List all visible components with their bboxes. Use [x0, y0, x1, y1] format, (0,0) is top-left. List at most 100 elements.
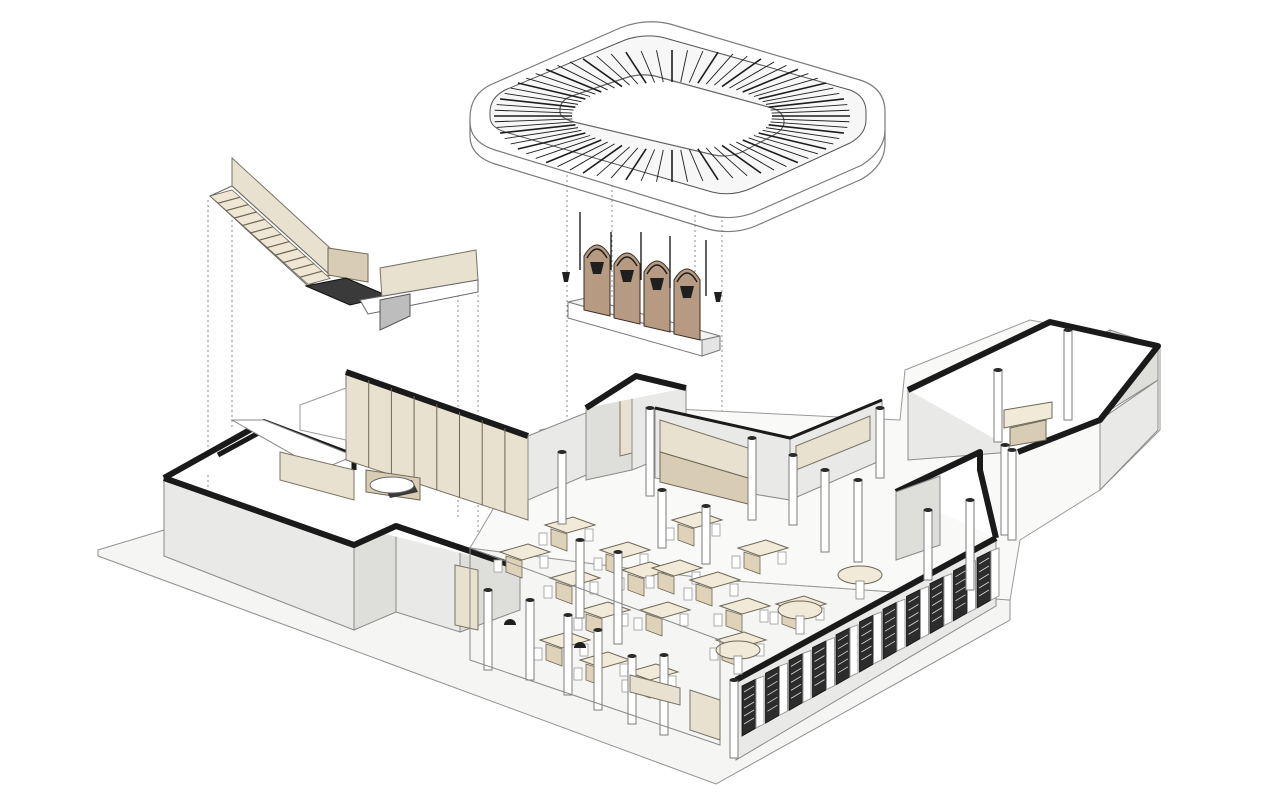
table-base [545, 643, 563, 667]
column-cap [993, 368, 1003, 372]
column-cap [1007, 448, 1017, 452]
chair [493, 559, 503, 573]
wine-shelf [978, 589, 990, 597]
table-base [645, 613, 663, 637]
stair-step [282, 256, 315, 271]
stair-step [250, 226, 282, 241]
ceiling-slat [688, 50, 704, 83]
wine-shelf [884, 632, 896, 640]
rack-divider [990, 547, 1000, 601]
chair [573, 667, 583, 681]
ceiling-slat [705, 147, 734, 179]
column-cap [820, 468, 830, 472]
chair [619, 663, 629, 677]
pendant-wire [586, 248, 608, 259]
chair [683, 587, 693, 601]
ceiling-slat [713, 55, 748, 86]
wine-shelf [861, 637, 872, 645]
ceiling-slat [504, 127, 579, 140]
wine-shelf [814, 671, 825, 678]
column [1007, 449, 1017, 541]
ceiling-slat [742, 68, 799, 93]
right-upper-room [906, 319, 1161, 492]
wine-shelf [767, 688, 778, 696]
wine-shelf [884, 624, 896, 632]
wine-shelf [837, 650, 849, 658]
ceiling-slat [517, 82, 586, 100]
rack-divider [920, 585, 929, 640]
ceiling-slat [771, 118, 850, 123]
wine-shelf [837, 634, 849, 642]
dining-table [498, 543, 552, 561]
ceiling-slat [517, 132, 586, 150]
ceiling-slat [765, 127, 840, 140]
wine-shelf [814, 663, 825, 670]
wine-shelf [767, 704, 778, 712]
ceiling-slat [697, 51, 719, 84]
column [875, 407, 885, 479]
stair-step [291, 263, 323, 278]
pendant-lamp [650, 278, 664, 290]
column-cap [923, 508, 933, 512]
ceiling-slat [736, 141, 787, 167]
chair [543, 585, 553, 599]
column-cap [483, 588, 493, 592]
ceiling-slat [535, 137, 596, 159]
wine-shelf [955, 586, 966, 594]
table-lamp [504, 619, 516, 625]
dining-table [650, 559, 704, 577]
wine-shelf [743, 685, 755, 693]
chair [584, 528, 594, 542]
pendant-lighting-rig [562, 212, 722, 357]
ceiling-slat [496, 104, 574, 111]
wine-shelf [814, 655, 825, 662]
column-cap [701, 504, 711, 508]
ceiling-ring [469, 21, 886, 233]
ceiling-slat [557, 141, 608, 167]
wine-shelf [743, 717, 755, 725]
rack-divider [779, 662, 788, 717]
pendant-rods [579, 212, 707, 296]
table-pedestal [733, 655, 743, 675]
column-cap [853, 478, 863, 482]
ceiling-slat [770, 104, 848, 111]
wine-shelf [908, 628, 919, 635]
ceiling-slat [713, 146, 748, 177]
ceiling-slat [510, 129, 582, 145]
dining-area [493, 511, 883, 699]
ceiling-slat [569, 143, 615, 171]
pendant-arches [562, 244, 722, 341]
ceiling-slat [545, 139, 602, 164]
column [645, 407, 655, 497]
dining-table [718, 597, 772, 615]
table-pedestal [795, 615, 805, 635]
wine-shelf [955, 570, 966, 578]
ceiling-slat [610, 147, 639, 179]
column [563, 614, 573, 696]
wine-shelf [884, 616, 896, 624]
wine-shelf [790, 692, 802, 699]
table-base [677, 523, 695, 547]
column-cap [613, 550, 623, 554]
ceiling-slat [496, 121, 574, 128]
rack-divider [849, 624, 859, 678]
wine-shelf [767, 680, 778, 688]
wine-shelf [861, 645, 872, 653]
ceiling-slat [688, 149, 704, 182]
stair-step [274, 248, 307, 263]
chair [679, 613, 689, 627]
pendant-lamp [714, 292, 722, 302]
wine-shelf [908, 612, 919, 619]
column-cap [659, 653, 669, 657]
wine-shelf [790, 660, 802, 667]
table-pedestal [855, 580, 865, 600]
wine-display-wall [734, 449, 1000, 761]
pendant-wire [616, 256, 638, 267]
chair [573, 617, 583, 631]
table-base [743, 551, 761, 575]
column-cap [965, 498, 975, 502]
wood-wall-panels [368, 380, 506, 513]
chair [713, 613, 723, 627]
ceiling-slat [499, 124, 576, 134]
